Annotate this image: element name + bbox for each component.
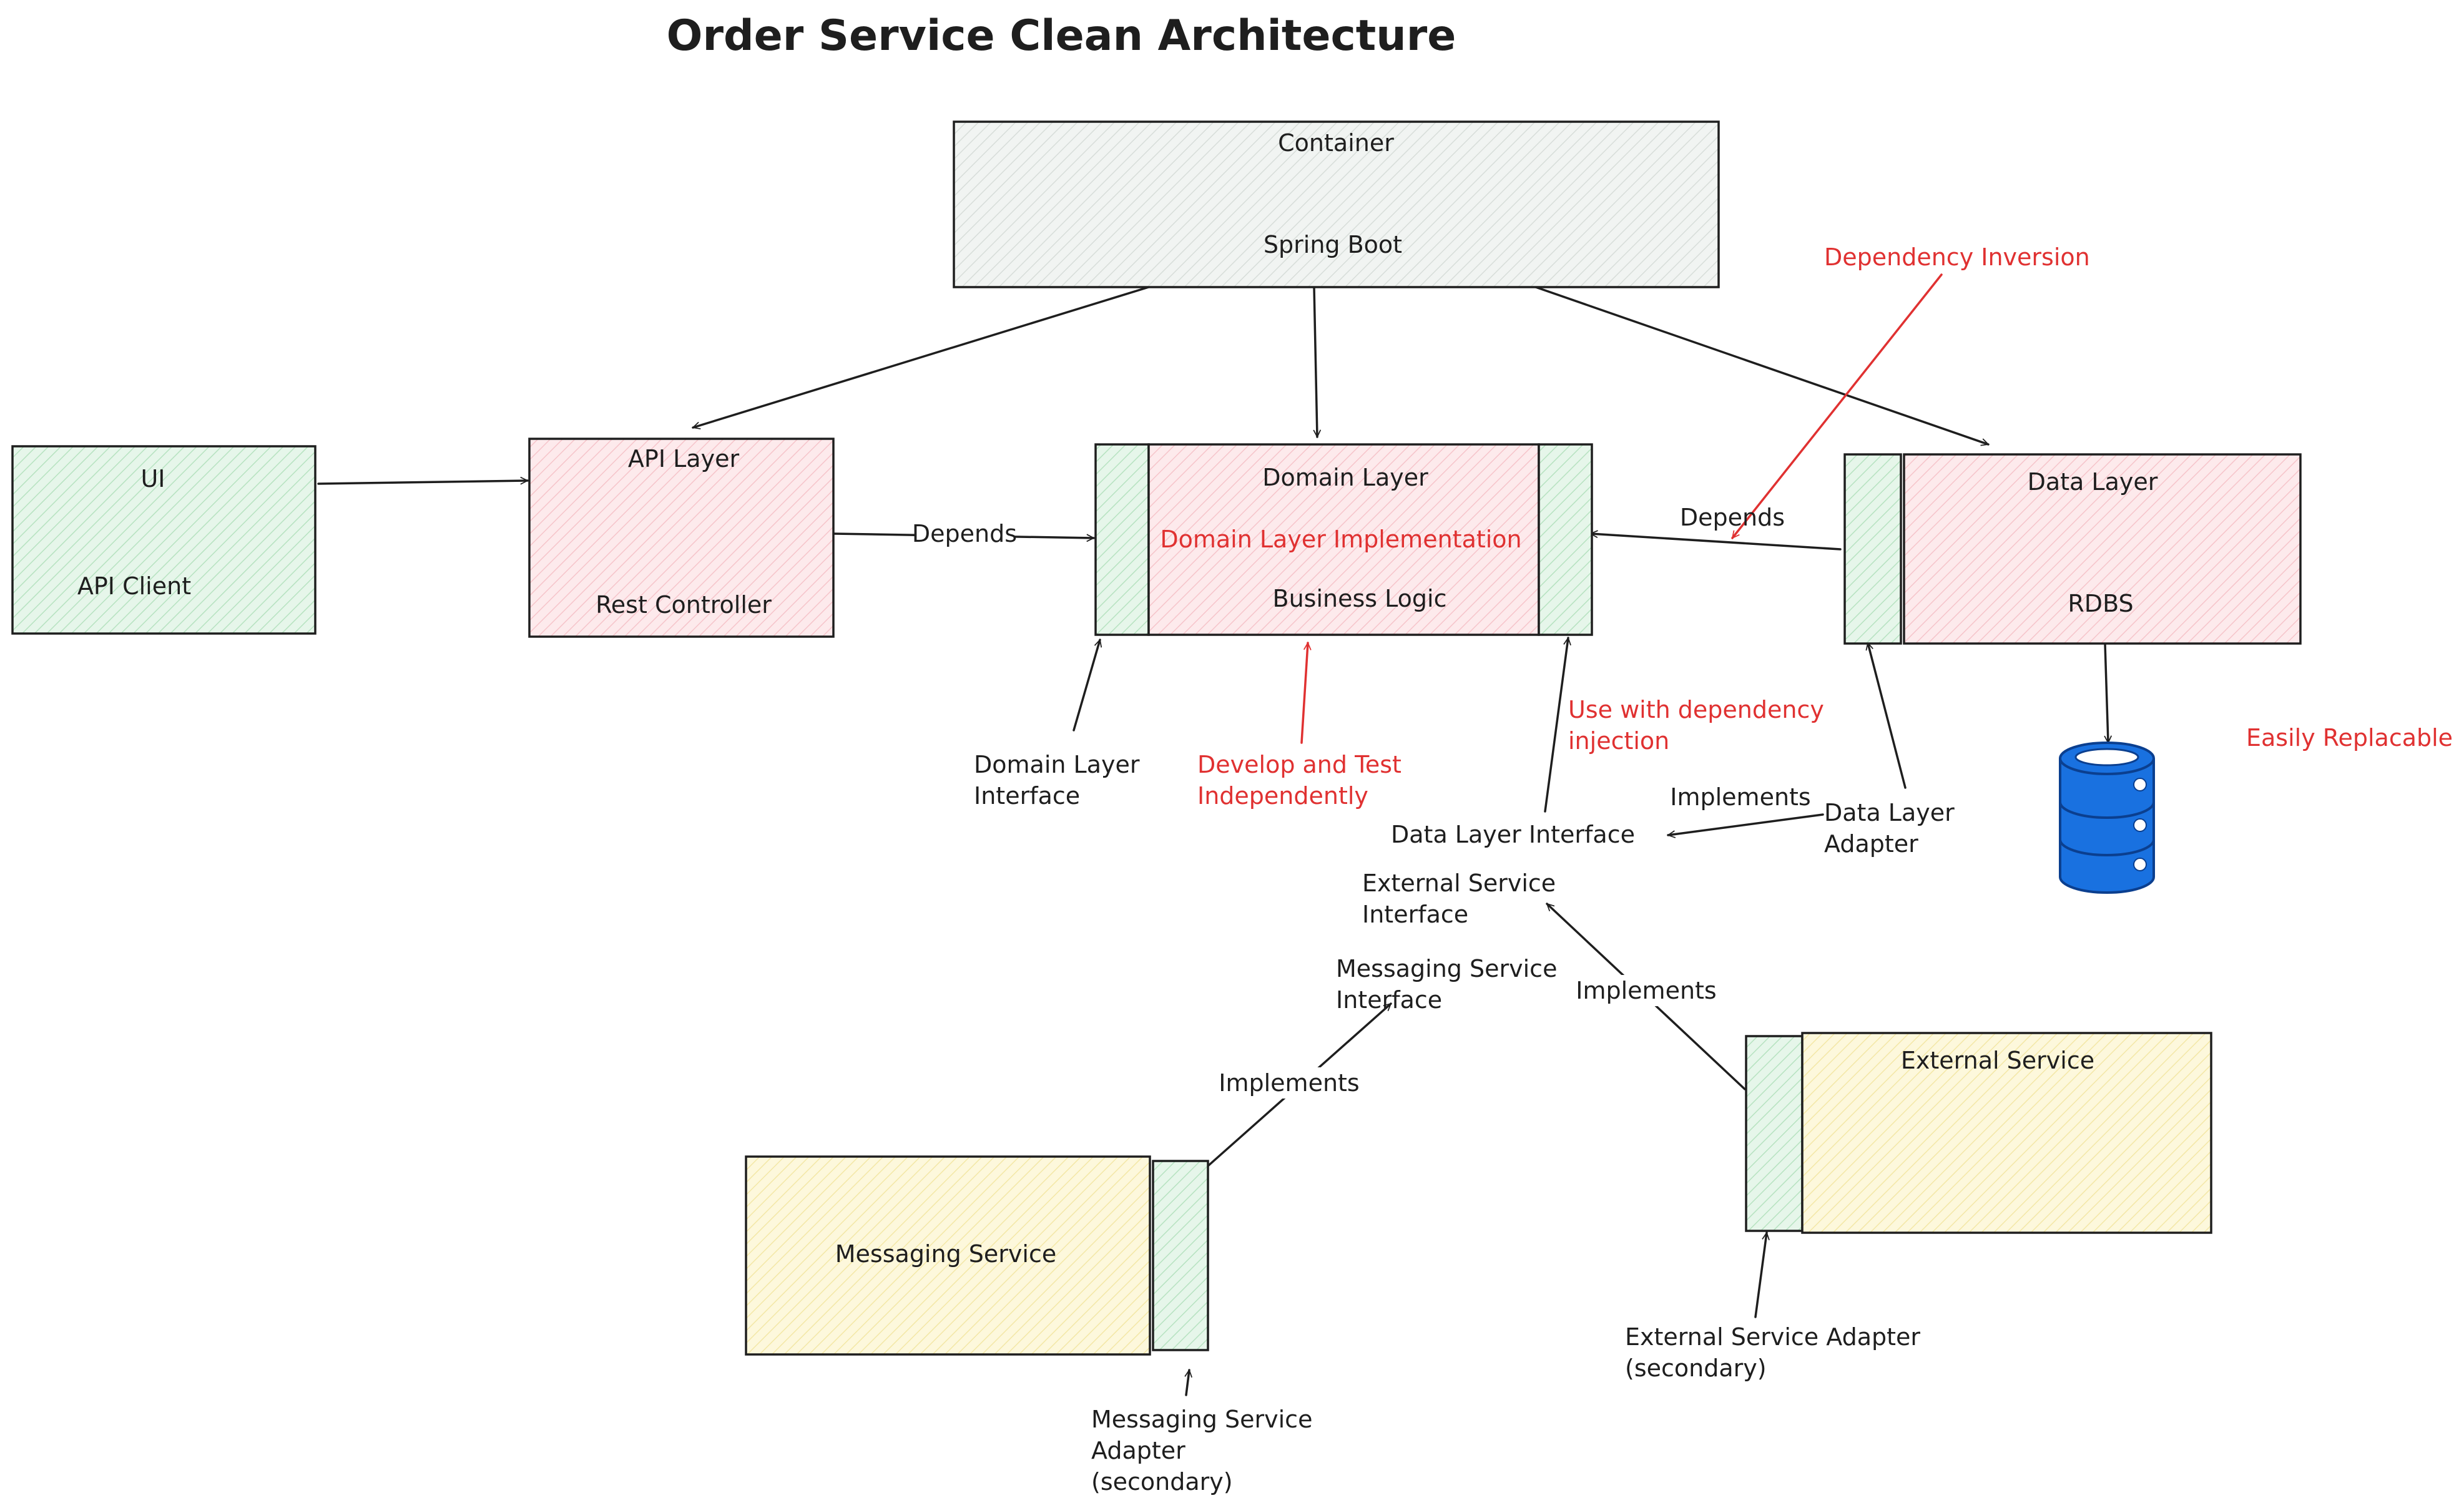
ui-box: UI API Client	[11, 445, 317, 635]
domain-layer-box: Domain Layer Domain Layer Implementation…	[1094, 443, 1593, 636]
edge-domain-interface	[1072, 640, 1100, 732]
api-layer-title: API Layer	[628, 445, 740, 472]
label-data-layer-interface: Data Layer Interface	[1391, 821, 1635, 848]
container-title: Container	[1278, 129, 1394, 157]
svg-text:Interface: Interface	[1336, 986, 1442, 1014]
container-subtitle: Spring Boot	[1264, 231, 1402, 258]
data-layer-box: Data Layer RDBS	[1843, 453, 2302, 645]
label-messaging-service-interface: Messaging Service Interface	[1336, 955, 1557, 1014]
label-use-with-di: Use with dependency injection	[1568, 696, 1824, 755]
svg-text:Implements: Implements	[1576, 977, 1716, 1004]
label-domain-layer-interface: Domain Layer Interface	[974, 751, 1140, 810]
domain-layer-implementation: Domain Layer Implementation	[1160, 526, 1521, 553]
domain-data-interface-strip	[1538, 443, 1593, 636]
edge-container-to-domain	[1313, 286, 1317, 438]
edge-dependency-inversion	[1731, 273, 1943, 539]
data-adapter-strip	[1843, 453, 1902, 645]
label-dependency-inversion: Dependency Inversion	[1824, 243, 2090, 271]
container-box: Container Spring Boot	[953, 120, 1720, 288]
domain-interface-strip	[1094, 443, 1150, 636]
edge-data-interface-to-domain	[1544, 638, 1568, 813]
edge-adapter-implements	[1668, 813, 1824, 835]
svg-text:Implements: Implements	[1670, 783, 1810, 811]
diagram-title: Order Service Clean Architecture	[667, 11, 1456, 61]
edge-external-adapter	[1754, 1233, 1767, 1318]
api-layer-subtitle: Rest Controller	[596, 591, 772, 619]
api-layer-box: API Layer Rest Controller	[528, 438, 835, 638]
svg-text:Interface: Interface	[1362, 901, 1468, 928]
label-easily-replacable: Easily Replacable	[2246, 724, 2453, 752]
svg-text:injection: injection	[1568, 727, 1669, 755]
external-service-title: External Service	[1901, 1047, 2094, 1074]
label-data-layer-adapter: Data Layer Adapter	[1824, 799, 1955, 858]
svg-text:Interface: Interface	[974, 782, 1080, 810]
svg-text:Implements: Implements	[1219, 1069, 1359, 1097]
svg-text:External Service Adapter: External Service Adapter	[1625, 1323, 1920, 1351]
edge-label-data-depends: Depends	[1680, 504, 1785, 531]
domain-layer-title: Domain Layer	[1262, 464, 1428, 491]
messaging-service-title: Messaging Service	[835, 1240, 1056, 1268]
ui-title: UI	[140, 465, 165, 492]
edge-container-to-data	[1534, 286, 1988, 444]
edge-data-to-domain	[1591, 534, 1842, 551]
edge-container-to-api	[693, 286, 1150, 428]
svg-text:(secondary): (secondary)	[1625, 1354, 1767, 1382]
external-adapter-strip	[1745, 1035, 1804, 1232]
svg-text:Dependency Inversion: Dependency Inversion	[1824, 243, 2090, 271]
domain-layer-subtitle: Business Logic	[1273, 585, 1447, 612]
data-layer-title: Data Layer	[2028, 468, 2158, 496]
label-messaging-service-adapter: Messaging Service Adapter (secondary)	[1091, 1406, 1312, 1496]
edge-label-messaging-implements: Implements	[1219, 1067, 1360, 1099]
svg-text:Messaging Service: Messaging Service	[1336, 955, 1557, 982]
edge-adapter-to-data	[1868, 643, 1907, 789]
label-develop-test: Develop and Test Independently	[1197, 751, 1401, 810]
svg-text:Messaging Service: Messaging Service	[1091, 1406, 1312, 1433]
svg-text:Develop and Test: Develop and Test	[1197, 751, 1401, 778]
svg-text:Depends: Depends	[1680, 504, 1785, 531]
svg-text:Easily Replacable: Easily Replacable	[2246, 724, 2453, 752]
data-layer-subtitle: RDBS	[2068, 590, 2133, 617]
svg-text:Independently: Independently	[1197, 782, 1368, 810]
svg-text:Data Layer Interface: Data Layer Interface	[1391, 821, 1635, 848]
svg-text:Adapter: Adapter	[1824, 830, 1918, 858]
messaging-adapter-strip	[1152, 1160, 1209, 1351]
svg-text:External Service: External Service	[1362, 869, 1556, 897]
svg-text:Domain Layer: Domain Layer	[974, 751, 1140, 778]
external-service-box: External Service	[1745, 1032, 2212, 1234]
messaging-service-box: Messaging Service	[745, 1155, 1209, 1356]
svg-text:Depends: Depends	[912, 520, 1017, 547]
edge-label-adapter-implements: Implements	[1670, 783, 1810, 811]
label-external-service-interface: External Service Interface	[1362, 869, 1556, 928]
svg-text:Data Layer: Data Layer	[1824, 799, 1955, 826]
edge-ui-to-api	[317, 481, 529, 485]
edge-label-api-depends: Depends	[912, 518, 1017, 548]
svg-text:Use with dependency: Use with dependency	[1568, 696, 1824, 723]
label-external-service-adapter: External Service Adapter (secondary)	[1625, 1323, 1920, 1382]
edge-label-external-implements: Implements	[1576, 975, 1717, 1006]
ui-subtitle: API Client	[77, 572, 191, 600]
svg-text:(secondary): (secondary)	[1091, 1468, 1233, 1496]
edge-data-to-db	[2104, 643, 2108, 744]
edge-messaging-adapter	[1186, 1370, 1189, 1396]
edge-develop-test	[1300, 643, 1308, 744]
svg-text:Adapter: Adapter	[1091, 1437, 1185, 1464]
database-icon	[2059, 742, 2155, 894]
